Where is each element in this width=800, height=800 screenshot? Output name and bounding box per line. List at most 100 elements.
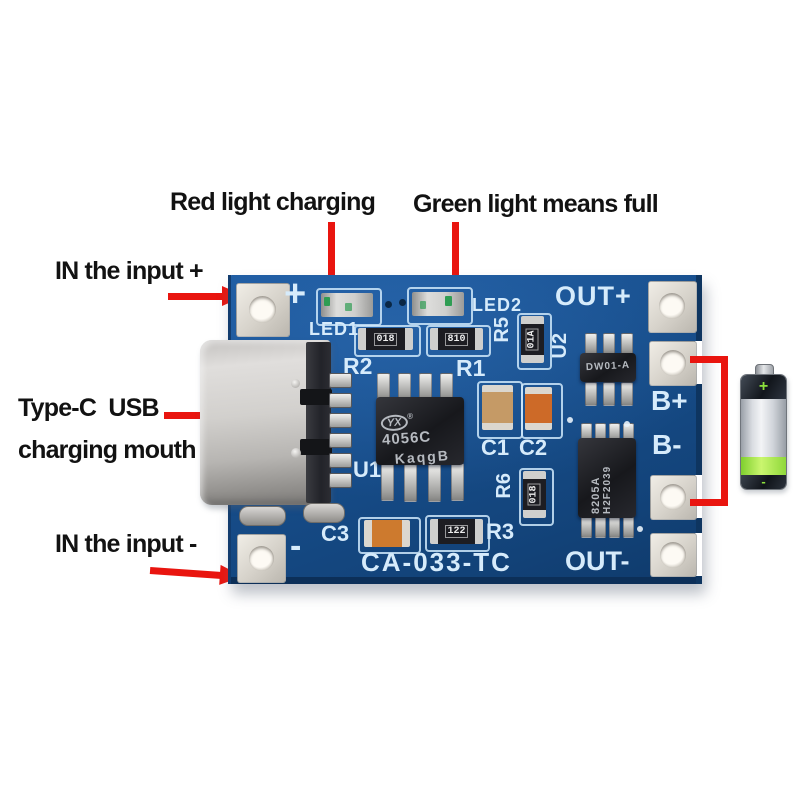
battery-body: + - (740, 374, 787, 490)
label-in-input-plus: IN the input + (55, 257, 204, 285)
u3-pin (595, 516, 606, 538)
resistor-r5-code: 01A (525, 328, 539, 351)
silk-r1: R1 (456, 355, 486, 381)
led2-green-full-led (412, 292, 464, 316)
outline-r2 (354, 325, 421, 357)
u2-pin (621, 333, 633, 355)
battery-charge-band (741, 457, 786, 475)
u1-part-number: 4056C (381, 428, 432, 449)
u2-pin (603, 333, 615, 355)
capacitor-c1 (482, 385, 513, 430)
typec-pin (329, 433, 352, 448)
u2-pin (585, 333, 597, 355)
u1-logo: YX (380, 413, 409, 432)
pad-b-minus (650, 475, 697, 520)
outline-r1 (426, 325, 491, 357)
label-green-light-full: Green light means full (413, 190, 659, 218)
resistor-r6: 018 (523, 471, 546, 518)
via-dot (385, 301, 392, 308)
resistor-r5: 01A (521, 316, 544, 363)
outline-led2 (407, 287, 473, 325)
u1-pin (451, 463, 464, 501)
silk-r6: R6 (493, 473, 515, 499)
resistor-r3-code: 122 (445, 525, 468, 538)
pad-out-minus (650, 533, 697, 577)
pad-in-plus (236, 283, 290, 337)
silk-u2: U2 (549, 333, 571, 359)
board-right-edge (696, 275, 702, 584)
typec-pin (329, 453, 352, 468)
label-typec-line2: charging mouth (18, 436, 196, 464)
u3-lot-code: H2F2039 (602, 465, 613, 514)
resistor-r3: 122 (430, 519, 483, 544)
silk-out-minus: OUT- (565, 546, 630, 576)
silk-minus: - (290, 527, 302, 565)
typec-mount-tab (303, 503, 345, 523)
capacitor-c2 (525, 387, 552, 430)
typec-pin (329, 413, 352, 428)
u3-part-number: 8205A (590, 476, 602, 514)
via-dot (637, 526, 643, 532)
pad-b-plus (649, 341, 697, 386)
battery-minus-sign: - (761, 474, 766, 489)
u3-pin (623, 516, 634, 538)
u2-pin (585, 382, 597, 406)
typec-notch (300, 439, 332, 455)
u2-pin (603, 382, 615, 406)
u2-pin (621, 382, 633, 406)
silk-b-plus: B+ (651, 385, 688, 416)
outline-led1 (316, 288, 382, 326)
via-dot (624, 421, 630, 427)
pad-out-plus (648, 281, 697, 333)
outline-r3 (425, 515, 490, 552)
outline-c2 (521, 383, 563, 439)
u2-part-number: DW01-A (585, 359, 631, 374)
u3-pin (581, 516, 592, 538)
resistor-r1: 810 (430, 328, 483, 350)
chip-u3-8205a: 8205A H2F2039 (578, 438, 636, 518)
typec-rear-opening (306, 342, 331, 503)
label-red-light-charging: Red light charging (170, 188, 376, 216)
chip-u1-tp4056: YX® 4056C KaqgB (376, 397, 464, 467)
pad-in-minus (237, 534, 286, 583)
silk-c3: C3 (321, 521, 350, 546)
resistor-r2-code: 018 (374, 332, 397, 346)
resistor-r6-code: 018 (527, 483, 541, 506)
label-in-input-minus: IN the input - (55, 530, 197, 558)
u1-lot-code: KaqgB (394, 447, 451, 467)
battery-minus-cap: - (741, 475, 786, 489)
typec-pin (329, 473, 352, 488)
u3-pin (609, 516, 620, 538)
led1-red-charging-led (321, 293, 373, 317)
resistor-r2: 018 (358, 328, 413, 350)
battery-silver-body (741, 399, 786, 457)
outline-r5 (517, 313, 552, 370)
silk-r3: R3 (486, 519, 515, 544)
typec-notch (300, 389, 332, 405)
board-bottom-edge (228, 577, 702, 584)
outline-r6 (519, 468, 554, 526)
silk-b-minus: B- (652, 429, 682, 460)
typec-pin (329, 393, 352, 408)
resistor-r1-code: 810 (445, 332, 468, 346)
u1-pin (428, 464, 441, 502)
battery-plus-cap: + (741, 375, 786, 399)
silk-r5: R5 (491, 317, 513, 343)
outline-c3 (358, 517, 421, 554)
silk-c2: C2 (519, 435, 548, 460)
via-dot (567, 417, 573, 423)
silk-out-plus: OUT+ (555, 281, 632, 311)
typec-dimple (291, 448, 301, 458)
label-typec-line1: Type-C USB (18, 394, 160, 422)
edge-notch-outminus (695, 533, 702, 576)
chip-u2-dw01a: DW01-A (580, 353, 636, 382)
silk-led2: LED2 (472, 295, 523, 315)
u1-pin (381, 463, 394, 501)
edge-notch-bminus (695, 475, 702, 518)
typec-dimple (291, 379, 300, 388)
typec-pin (329, 373, 352, 388)
via-dot (399, 299, 406, 306)
silk-c1: C1 (481, 435, 510, 460)
typec-mount-tab (239, 506, 286, 526)
